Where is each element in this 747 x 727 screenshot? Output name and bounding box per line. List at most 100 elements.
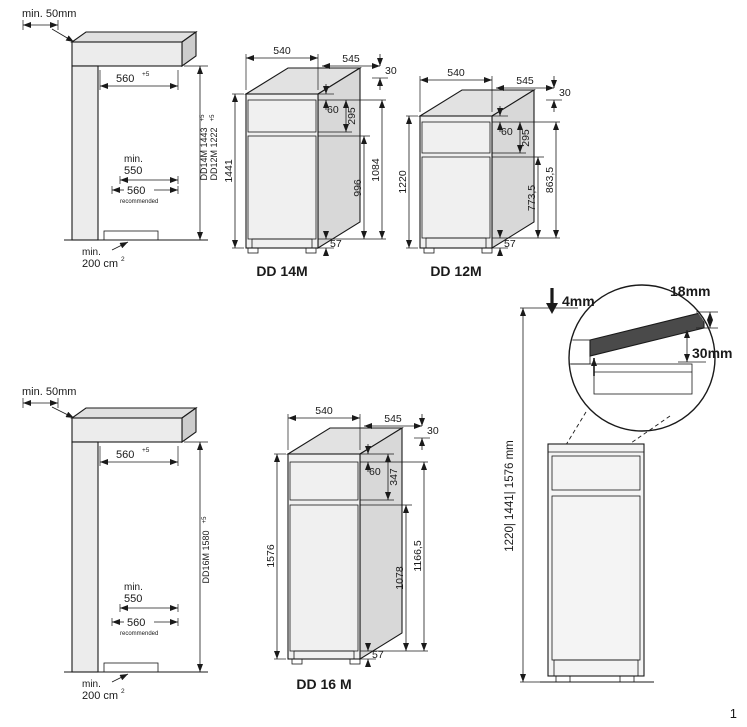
dim-depth: 545 [342, 53, 360, 65]
dim-gap: 60 [501, 126, 513, 138]
vent-area-value: 200 cm [82, 258, 118, 270]
depth-min-value: 550 [124, 593, 142, 605]
vent-min-label: min. [82, 679, 101, 690]
detail-dimensions: 4mm 18mm 30mm [546, 283, 732, 363]
niche-width-tolerance: +5 [142, 71, 150, 78]
dim-width: 540 [447, 67, 465, 79]
vent-dimension: min. 200 cm 2 [82, 241, 129, 270]
niche-figure-dd14m-dd12m: min. 50mm 560 +5 DD14M 1443 +5 DD12M 122… [22, 8, 219, 270]
dim-height: 1576 [265, 544, 277, 568]
detail-circle [568, 284, 716, 432]
niche-width-dimension: 560 +5 [99, 70, 179, 90]
gap-value: 4mm [562, 293, 595, 309]
niche-height-dd16m: DD16M 1580 [201, 530, 211, 583]
plinth [293, 650, 355, 660]
appliance-front-view [540, 443, 654, 683]
niche-depth-dimension: min. 550 560 recommended [111, 154, 179, 205]
niche-cabinet-drawing [64, 30, 208, 241]
appliance-top-section [593, 363, 693, 395]
vent-dimension: min. 200 cm 2 [82, 673, 129, 702]
appliance-drawing [244, 67, 362, 254]
depth-rec-label: recommended [120, 631, 158, 637]
niche-width-value: 560 [116, 449, 134, 461]
min-gap-label: min. 50mm [22, 8, 76, 20]
vent-grille [103, 662, 159, 673]
depth-value: 30mm [692, 345, 732, 361]
min-gap-dimension: min. 50mm [22, 8, 76, 43]
appliance-figure-dd14m: 540 545 30 1441 60 295 996 1084 57 DD 14… [223, 45, 397, 279]
niche-height-dd12m: DD12M 1222 [209, 127, 219, 180]
dim-door: 996 [352, 179, 364, 197]
appliance-drawing [418, 89, 536, 254]
niche-height-dd14m: DD14M 1443 [199, 127, 209, 180]
niche-height-dd12m-tol: +5 [210, 114, 216, 122]
depth-min-label: min. [124, 154, 143, 165]
dim-gap: 60 [369, 466, 381, 478]
niche-figure-dd16m: min. 50mm 560 +5 DD16M 1580 +5 min. 550 [22, 386, 211, 702]
dim-plinth: 57 [372, 649, 384, 661]
freezer-door [247, 99, 317, 133]
niche-width-tolerance: +5 [142, 447, 150, 454]
model-label-dd16m: DD 16 M [296, 676, 351, 692]
dim-door: 773,5 [526, 185, 538, 211]
niche-cabinet-drawing [64, 406, 208, 673]
model-label-dd12m: DD 12M [430, 263, 481, 279]
vent-area-value: 200 cm [82, 690, 118, 702]
dim-doors-total: 863,5 [544, 167, 556, 193]
min-gap-dimension: min. 50mm [22, 386, 76, 419]
overall-heights-value: 1220| 1441| 1576 mm [504, 440, 516, 551]
trim-value: 18mm [670, 283, 710, 299]
dim-plinth: 57 [330, 238, 342, 250]
dim-gap: 60 [327, 104, 339, 116]
niche-height-dimension: DD16M 1580 +5 [184, 441, 211, 672]
vent-grille [103, 230, 159, 241]
niche-height-dimension: DD14M 1443 +5 DD12M 1222 +5 [184, 65, 219, 240]
freezer-door [421, 121, 491, 154]
appliance-dimensions: 540 545 30 1220 60 295 773,5 863,5 57 [397, 67, 571, 256]
dim-depth: 545 [384, 413, 402, 425]
niche-depth-dimension: min. 550 560 recommended [111, 582, 179, 637]
model-label-dd14m: DD 14M [256, 263, 307, 279]
dim-width: 540 [315, 405, 333, 417]
appliance-drawing [286, 427, 404, 665]
appliance-dimensions: 540 545 30 1576 60 347 1078 1166,5 57 [265, 405, 439, 667]
overall-height-dimension: 1220| 1441| 1576 mm [504, 307, 578, 683]
page-number: 1 [729, 706, 737, 721]
dim-door: 1078 [394, 566, 406, 590]
depth-min-label: min. [124, 582, 143, 593]
dim-depth: 545 [516, 75, 534, 87]
plinth [553, 659, 639, 677]
niche-height-dd16m-tol: +5 [202, 516, 208, 524]
dim-top: 30 [385, 65, 397, 77]
vent-min-label: min. [82, 247, 101, 258]
appliance-figure-dd12m: 540 545 30 1220 60 295 773,5 863,5 57 DD… [397, 67, 571, 279]
min-gap-label: min. 50mm [22, 386, 76, 398]
vent-area-sup: 2 [121, 256, 125, 263]
dim-top: 30 [427, 425, 439, 437]
freezer-door [289, 461, 359, 501]
depth-rec-label: recommended [120, 199, 158, 205]
dim-doors-total: 1084 [370, 158, 382, 182]
plinth [425, 237, 487, 249]
freezer-door [551, 455, 641, 491]
dim-width: 540 [273, 45, 291, 57]
dim-freezer: 347 [388, 468, 400, 486]
dim-freezer: 295 [346, 107, 358, 125]
depth-rec-value: 560 [127, 185, 145, 197]
dim-plinth: 57 [504, 238, 516, 250]
dim-height: 1441 [223, 159, 235, 183]
trim-detail-figure: 4mm 18mm 30mm 1220| 1441| 1576 mm [504, 283, 732, 683]
vent-area-sup: 2 [121, 688, 125, 695]
depth-rec-value: 560 [127, 617, 145, 629]
appliance-figure-dd16m: 540 545 30 1576 60 347 1078 1166,5 57 DD… [265, 405, 439, 692]
dim-top: 30 [559, 87, 571, 99]
depth-min-value: 550 [124, 165, 142, 177]
dim-freezer: 295 [520, 129, 532, 147]
dim-height: 1220 [397, 170, 409, 194]
niche-width-value: 560 [116, 73, 134, 85]
plinth [251, 238, 313, 249]
appliance-dimensions: 540 545 30 1441 60 295 996 1084 57 [223, 45, 397, 256]
niche-width-dimension: 560 +5 [99, 446, 179, 466]
dim-doors-total: 1166,5 [412, 540, 424, 571]
